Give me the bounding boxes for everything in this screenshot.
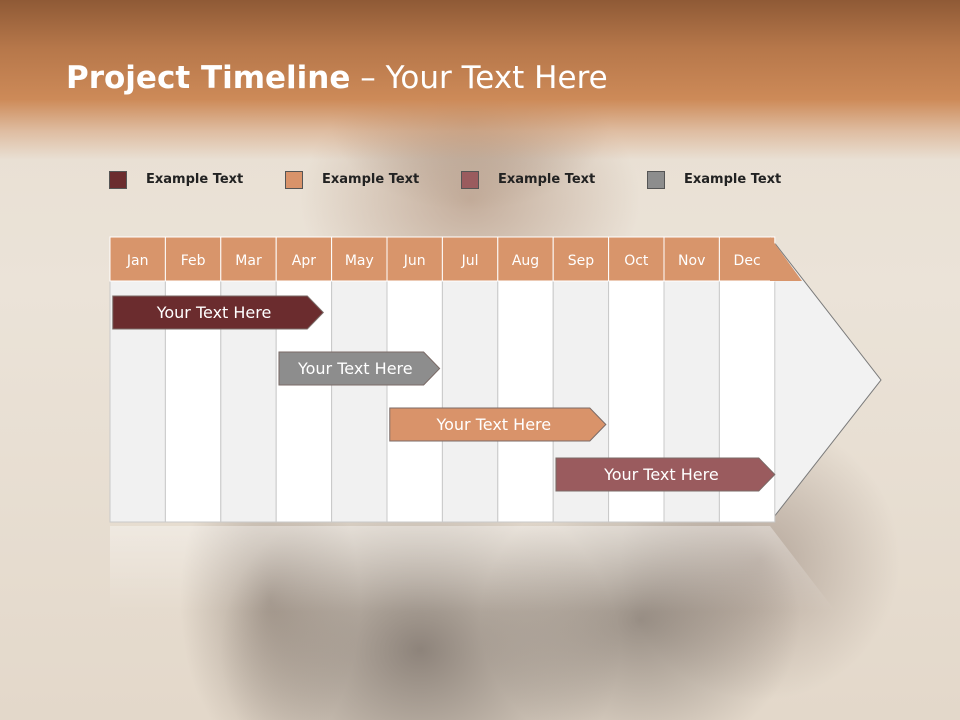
timeline-bar-label: Your Text Here bbox=[156, 303, 272, 322]
timeline-reflection bbox=[110, 526, 836, 612]
legend-label: Example Text bbox=[498, 172, 596, 187]
month-header-cell bbox=[275, 236, 333, 282]
legend-label: Example Text bbox=[146, 172, 244, 187]
month-label: Aug bbox=[512, 253, 539, 269]
timeline-bar-label: Your Text Here bbox=[603, 465, 719, 484]
month-label: Dec bbox=[734, 253, 761, 269]
month-label: Jun bbox=[403, 253, 426, 269]
title-bold: Project Timeline bbox=[66, 60, 351, 96]
month-label: Oct bbox=[624, 253, 649, 269]
month-header-cell bbox=[497, 236, 554, 282]
header-band bbox=[0, 0, 960, 160]
page-title: Project Timeline – Your Text Here bbox=[66, 60, 608, 96]
month-header-cell bbox=[552, 236, 610, 282]
month-label: Jul bbox=[461, 253, 479, 269]
month-header-cell bbox=[331, 236, 388, 282]
month-labels: Jan Feb Mar Apr May Jun Jul Aug Sep Oct Nov Dec bbox=[126, 253, 761, 269]
month-label: Apr bbox=[292, 253, 316, 269]
month-label: Feb bbox=[181, 253, 206, 269]
month-label: Sep bbox=[568, 253, 595, 269]
timeline-bar-label: Your Text Here bbox=[435, 415, 551, 434]
month-header-cell bbox=[164, 236, 222, 282]
timeline-bar bbox=[278, 351, 441, 386]
month-header-cell bbox=[718, 236, 776, 282]
legend-swatch bbox=[461, 171, 479, 189]
legend-swatch bbox=[109, 171, 127, 189]
legend-label: Example Text bbox=[684, 172, 782, 187]
month-label: Jan bbox=[126, 253, 149, 269]
month-label: Nov bbox=[678, 253, 705, 269]
legend-swatch bbox=[647, 171, 665, 189]
month-label: May bbox=[345, 253, 374, 269]
month-header-cell bbox=[386, 236, 443, 282]
month-header-cell bbox=[220, 236, 277, 282]
month-column bbox=[386, 280, 443, 523]
month-column bbox=[497, 280, 554, 523]
month-column bbox=[331, 280, 388, 523]
month-header-cell bbox=[663, 236, 720, 282]
timeline-bar-label: Your Text Here bbox=[297, 359, 413, 378]
title-rest: – Your Text Here bbox=[350, 60, 608, 96]
legend-label: Example Text bbox=[322, 172, 420, 187]
timeline-bar bbox=[389, 407, 607, 442]
month-column bbox=[441, 280, 499, 523]
timeline-bar bbox=[112, 295, 324, 330]
legend-swatch bbox=[285, 171, 303, 189]
month-header-cell bbox=[441, 236, 499, 282]
arrow-header-tip bbox=[770, 237, 802, 281]
month-header-cell bbox=[109, 236, 166, 282]
timeline-bar bbox=[555, 457, 776, 492]
month-label: Mar bbox=[235, 253, 262, 269]
